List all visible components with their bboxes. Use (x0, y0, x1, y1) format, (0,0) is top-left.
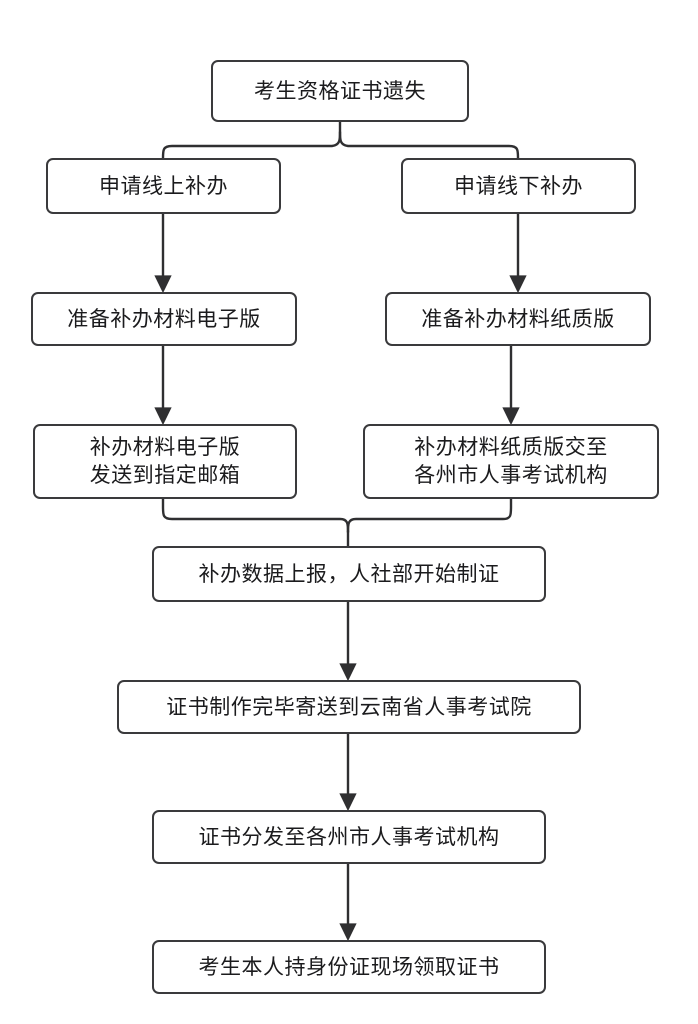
node-prepare-digital-materials[interactable]: 准备补办材料电子版 (31, 292, 297, 346)
node-submit-paper-to-agency[interactable]: 补办材料纸质版交至 各州市人事考试机构 (363, 424, 659, 499)
node-apply-online[interactable]: 申请线上补办 (46, 158, 281, 214)
node-apply-offline[interactable]: 申请线下补办 (401, 158, 636, 214)
node-prepare-paper-materials[interactable]: 准备补办材料纸质版 (385, 292, 651, 346)
node-start[interactable]: 考生资格证书遗失 (211, 60, 469, 122)
node-candidate-pickup-with-id[interactable]: 考生本人持身份证现场领取证书 (152, 940, 546, 994)
node-report-data-start-production[interactable]: 补办数据上报，人社部开始制证 (152, 546, 546, 602)
connector-start-split (161, 120, 520, 160)
connector-merge-to-report (161, 497, 513, 548)
node-mail-to-province-exam-center[interactable]: 证书制作完毕寄送到云南省人事考试院 (117, 680, 581, 734)
node-distribute-to-city-agencies[interactable]: 证书分发至各州市人事考试机构 (152, 810, 546, 864)
node-send-digital-to-email[interactable]: 补办材料电子版 发送到指定邮箱 (33, 424, 297, 499)
